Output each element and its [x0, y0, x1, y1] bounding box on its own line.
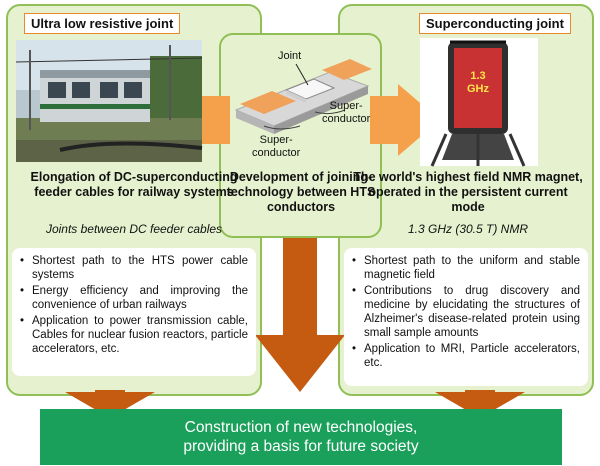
superconductor-right-label: Super- conductor: [322, 100, 371, 125]
joint-label: Joint: [278, 50, 302, 62]
banner-line-2: providing a basis for future society: [183, 438, 419, 455]
center-heading: Development of joining-technology betwee…: [226, 170, 376, 214]
train-photo: [15, 40, 203, 162]
arrow-down-right: [435, 390, 525, 418]
right-title: Superconducting joint: [419, 13, 571, 34]
arrow-down-center: [255, 238, 345, 392]
list-item: Shortest path to the uniform and stable …: [352, 254, 580, 282]
list-item: Shortest path to the HTS power cable sys…: [20, 254, 248, 282]
left-subtitle: Joints between DC feeder cables: [45, 222, 223, 236]
superconductor-left-label: Super- conductor: [252, 134, 301, 159]
arrow-right: [370, 84, 440, 156]
banner-line-1: Construction of new technologies,: [184, 419, 418, 436]
nmr-magnet-photo: [420, 38, 538, 167]
joint-illustration: [234, 59, 372, 134]
left-heading: Elongation of DC-superconducting feeder …: [30, 170, 238, 199]
list-item: Energy efficiency and improving the conv…: [20, 284, 248, 312]
magnet-label: 1.3 GHz: [467, 70, 489, 95]
right-subtitle: 1.3 GHz (30.5 T) NMR: [407, 222, 529, 236]
conclusion-banner: Construction of new technologies, provid…: [40, 409, 562, 465]
left-bullets: Shortest path to the HTS power cable sys…: [12, 248, 256, 376]
right-heading: The world's highest field NMR magnet, op…: [353, 170, 583, 214]
list-item: Application to MRI, Particle accelerator…: [352, 342, 580, 370]
arrow-down-left: [65, 390, 155, 418]
list-item: Application to power transmission cable,…: [20, 314, 248, 356]
left-title: Ultra low resistive joint: [24, 13, 181, 34]
right-bullets: Shortest path to the uniform and stable …: [344, 248, 588, 386]
list-item: Contributions to drug discovery and medi…: [352, 284, 580, 340]
